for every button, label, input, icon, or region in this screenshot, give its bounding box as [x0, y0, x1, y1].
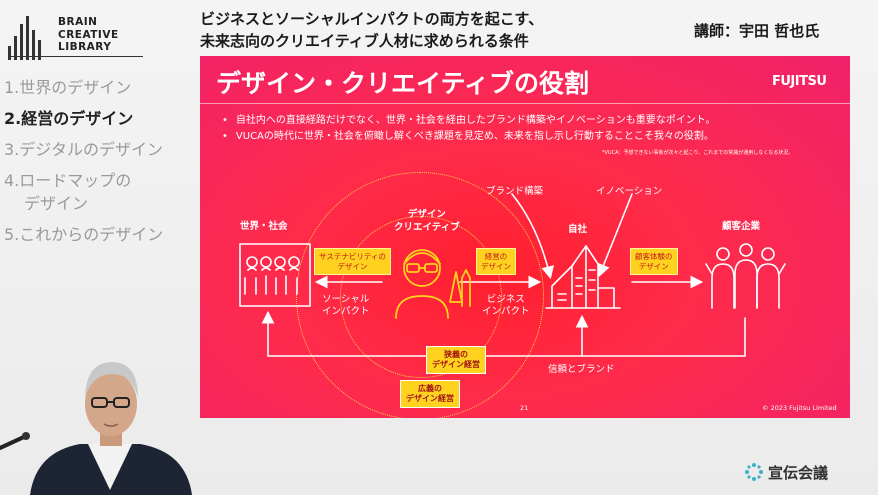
customer-company-label: 顧客企業	[722, 221, 761, 232]
lecturer-name: 講師：宇田 哲也氏	[694, 22, 820, 40]
menu-item-roadmap-design: 4.ロードマップの デザイン	[4, 171, 132, 213]
narrow-design-circle	[340, 216, 502, 378]
customer-people-icon	[705, 243, 786, 309]
crowd-icon	[239, 243, 311, 307]
own-company-label: 自社	[568, 224, 588, 235]
brain-creative-library-logo: BRAIN CREATIVE LIBRARY	[8, 14, 148, 64]
logo-text: BRAIN CREATIVE LIBRARY	[58, 16, 119, 53]
innovation-label: イノベーション	[596, 186, 663, 197]
menu-item-future-design: 5.これからのデザイン	[4, 225, 164, 244]
brand-building-label: ブランド構築	[486, 186, 544, 197]
logo-bars-icon	[8, 16, 48, 60]
presentation-slide: デザイン・クリエイティブの役割 FUJITSU 自社内への直接経路だけでなく、世…	[200, 56, 850, 418]
design-creative-label: デザイン クリエイティブ	[394, 209, 460, 233]
fujitsu-logo: FUJITSU	[772, 74, 827, 89]
menu-item-digital-design: 3.デジタルのデザイン	[4, 140, 163, 159]
social-impact-label: ソーシャル インパクト	[322, 294, 370, 317]
narrow-design-management-box: 狭義の デザイン経営	[426, 346, 486, 374]
bullet-item: VUCAの時代に世界・社会を俯瞰し解くべき課題を見定め、未来を指し示し行動するこ…	[222, 129, 716, 145]
business-impact-label: ビジネス インパクト	[482, 294, 530, 317]
bullet-item: 自社内への直接経路だけでなく、世界・社会を経由したブランド構築やイノベーションも…	[222, 113, 716, 129]
sendenkaigi-brand: 宣伝会議	[768, 464, 829, 482]
vuca-footnote: *VUCA：予想できない事象が次々と起こり、これまでの常識が通用しなくなる状況。	[602, 150, 794, 156]
slide-bullets: 自社内への直接経路だけでなく、世界・社会を経由したブランド構築やイノベーションも…	[222, 113, 716, 145]
chapter-menu: 1.世界のデザイン 2.経営のデザイン 3.デジタルのデザイン 4.ロードマップ…	[4, 76, 199, 254]
slide-title: デザイン・クリエイティブの役割	[216, 69, 590, 98]
customer-experience-design-box: 顧客体験の デザイン	[630, 248, 678, 275]
menu-item-management-design: 2.経営のデザイン	[4, 109, 134, 128]
diagram-graphics	[239, 193, 786, 357]
lecture-title: ビジネスとソーシャルインパクトの両方を起こす、 未来志向のクリエイティブ人材に求…	[200, 10, 544, 50]
sendenkaigi-logo-icon	[745, 463, 763, 481]
building-icon	[545, 245, 621, 309]
broad-design-circle	[296, 172, 544, 418]
designer-icon	[395, 249, 471, 319]
broad-design-management-box: 広義の デザイン経営	[400, 380, 460, 408]
slide-copyright: © 2023 Fujitsu Limited	[762, 404, 837, 412]
trust-brand-label: 信頼とブランド	[548, 364, 615, 375]
slide-page-number: 21	[520, 404, 529, 412]
presenter-video	[0, 362, 192, 495]
management-design-box: 経営の デザイン	[476, 248, 516, 275]
sustainability-design-box: サステナビリティの デザイン	[314, 248, 391, 275]
world-society-label: 世界・社会	[240, 221, 288, 232]
menu-item-world-design: 1.世界のデザイン	[4, 78, 132, 97]
